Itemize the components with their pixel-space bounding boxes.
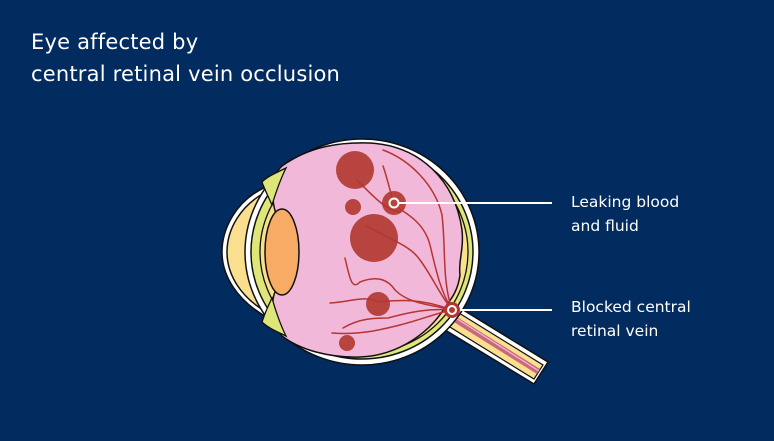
callout-leaders <box>398 202 552 311</box>
callout-blocked-line-1: Blocked central <box>571 298 691 316</box>
hemorrhage-spot <box>350 214 398 262</box>
hemorrhage-spot <box>336 151 374 189</box>
ciliary-body <box>261 166 288 338</box>
callout-blocked-line-2: retinal vein <box>571 322 659 340</box>
optic-nerve <box>430 298 550 386</box>
marker-blocked-vein <box>444 302 460 318</box>
diagram-title: Eye affected by central retinal vein occ… <box>31 26 340 90</box>
callout-leaking-line-2: and fluid <box>571 217 639 235</box>
title-line-1: Eye affected by <box>31 30 199 54</box>
hemorrhage-spot <box>366 292 390 316</box>
hemorrhage-spot <box>339 335 355 351</box>
callout-leaking-line-1: Leaking blood <box>571 193 680 211</box>
hemorrhage-spot <box>345 199 361 215</box>
callout-blocked-vein: Blocked central retinal vein <box>571 295 691 343</box>
callout-leaking-blood: Leaking blood and fluid <box>571 190 679 238</box>
title-line-2: central retinal vein occlusion <box>31 62 341 86</box>
marker-leaking <box>388 197 400 209</box>
retinal-vessels <box>329 149 453 335</box>
lens <box>264 208 300 296</box>
